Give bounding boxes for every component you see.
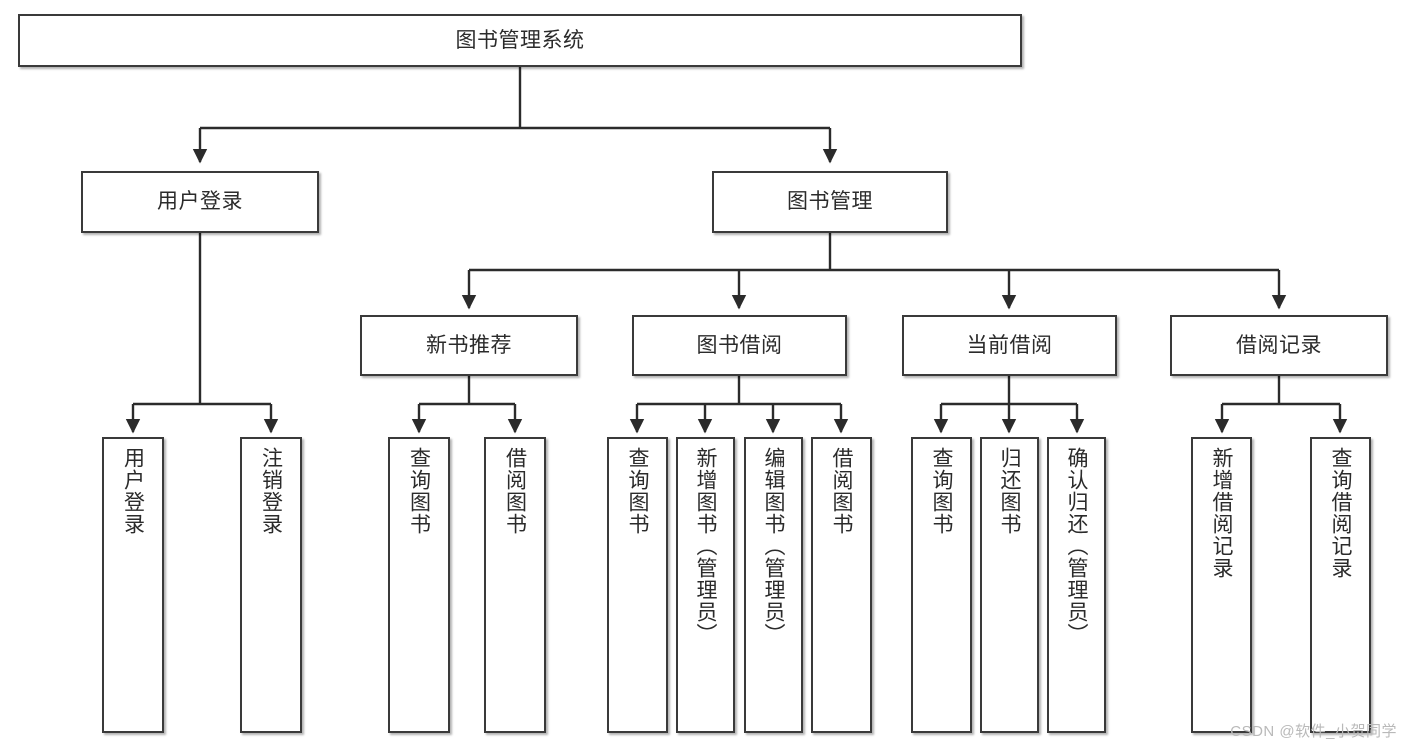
node-root-book-management-system[interactable]: 图书管理系统 [18, 14, 1022, 67]
node-label: 归还图书 [998, 447, 1021, 535]
node-leaf-query-borrow-record[interactable]: 查询借阅记录 [1310, 437, 1371, 733]
node-label: 新增图书（管理员） [694, 447, 717, 645]
node-label: 查询图书 [626, 447, 649, 535]
node-label: 查询借阅记录 [1329, 447, 1352, 579]
node-leaf-add-borrow-record[interactable]: 新增借阅记录 [1191, 437, 1252, 733]
node-leaf-query-book-recommend[interactable]: 查询图书 [388, 437, 450, 733]
node-label: 图书管理 [787, 190, 873, 214]
node-leaf-query-book-borrow[interactable]: 查询图书 [607, 437, 668, 733]
node-label: 借阅图书 [830, 447, 853, 535]
node-new-book-recommend[interactable]: 新书推荐 [360, 315, 578, 376]
node-label: 图书管理系统 [455, 28, 585, 52]
node-leaf-query-book-current[interactable]: 查询图书 [911, 437, 972, 733]
node-label: 图书借阅 [696, 333, 783, 357]
node-borrow-record[interactable]: 借阅记录 [1170, 315, 1388, 376]
node-label: 当前借阅 [966, 333, 1053, 357]
node-label: 借阅图书 [503, 447, 527, 535]
node-label: 查询图书 [930, 447, 953, 535]
node-label: 借阅记录 [1236, 333, 1322, 357]
node-current-borrow[interactable]: 当前借阅 [902, 315, 1117, 376]
node-book-borrow[interactable]: 图书借阅 [632, 315, 847, 376]
csdn-watermark: CSDN @软件_小贺同学 [1230, 723, 1397, 740]
node-leaf-borrow-book[interactable]: 借阅图书 [811, 437, 872, 733]
node-book-management[interactable]: 图书管理 [712, 171, 948, 233]
node-user-login[interactable]: 用户登录 [81, 171, 319, 233]
node-label: 确认归还（管理员） [1065, 447, 1088, 645]
node-label: 新增借阅记录 [1210, 447, 1233, 579]
node-label: 注销登录 [259, 447, 283, 535]
node-label: 新书推荐 [426, 333, 512, 357]
node-label: 用户登录 [121, 447, 145, 535]
node-leaf-user-login[interactable]: 用户登录 [102, 437, 164, 733]
node-leaf-add-book-admin[interactable]: 新增图书（管理员） [676, 437, 735, 733]
node-label: 查询图书 [407, 447, 431, 535]
node-leaf-edit-book-admin[interactable]: 编辑图书（管理员） [744, 437, 803, 733]
node-label: 用户登录 [157, 190, 243, 214]
node-label: 编辑图书（管理员） [762, 447, 785, 645]
node-leaf-confirm-return-admin[interactable]: 确认归还（管理员） [1047, 437, 1106, 733]
node-leaf-borrow-book-recommend[interactable]: 借阅图书 [484, 437, 546, 733]
node-leaf-return-book[interactable]: 归还图书 [980, 437, 1039, 733]
node-leaf-logout-login[interactable]: 注销登录 [240, 437, 302, 733]
